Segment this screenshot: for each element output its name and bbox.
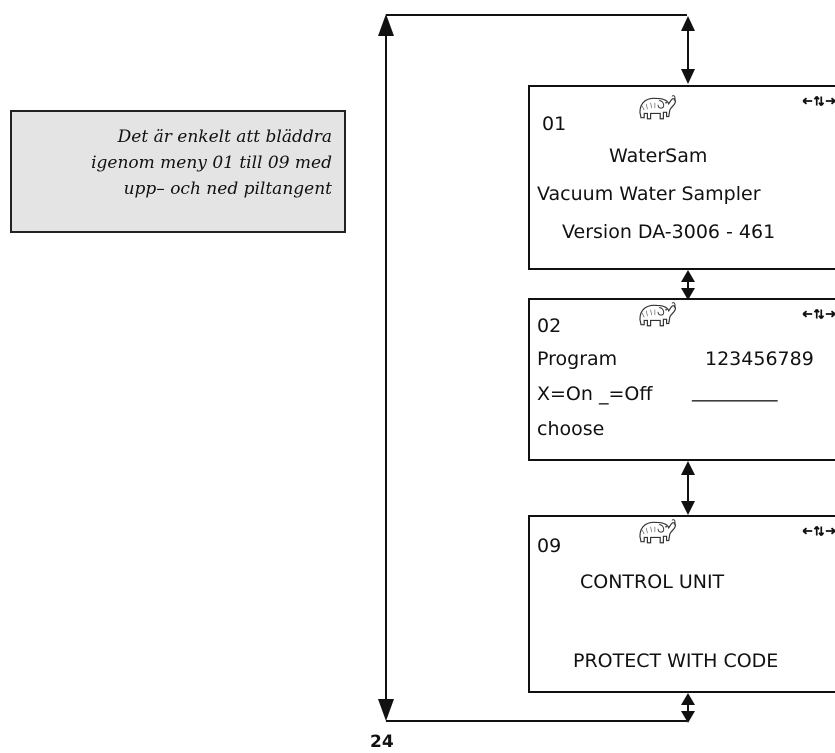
loop-left-line	[385, 18, 387, 718]
version-text: Version DA-3006 - 461	[562, 221, 776, 243]
loop-top-line	[386, 14, 687, 16]
program-slots: _________	[692, 380, 778, 402]
control-unit-title: CONTROL UNIT	[580, 571, 725, 593]
loop-bottom-line	[386, 720, 687, 722]
elephant-icon	[635, 298, 679, 330]
nav-arrows-icon	[802, 308, 835, 320]
page-number: 24	[370, 732, 394, 752]
callout-line-3: upp– och ned piltangent	[123, 179, 332, 199]
protect-with-code-text: PROTECT WITH CODE	[573, 650, 779, 672]
choose-text: choose	[537, 418, 605, 440]
callout-line-1: Det är enkelt att bläddra	[117, 127, 332, 147]
nav-arrows-icon	[802, 95, 835, 107]
program-label: Program	[537, 348, 618, 370]
elephant-icon	[635, 91, 679, 123]
program-digits: 123456789	[705, 348, 814, 370]
instruction-callout: Det är enkelt att bläddra igenom meny 01…	[10, 110, 346, 233]
nav-arrows-icon	[802, 525, 835, 537]
app-subtitle: Vacuum Water Sampler	[537, 183, 761, 205]
bottom-double-arrow-icon	[681, 693, 695, 723]
top-double-arrow-icon	[681, 16, 695, 84]
mid-double-arrow-icon-2	[681, 461, 695, 515]
menu-01-screen: 01 WaterSam Vacuum Water Sampler Version…	[528, 85, 835, 270]
app-title: WaterSam	[609, 145, 708, 167]
callout-line-2: igenom meny 01 till 09 med	[91, 153, 332, 173]
menu-09-screen: 09 CONTROL UNIT PROTECT WITH CODE	[528, 515, 835, 693]
loop-up-arrow-icon	[378, 14, 394, 36]
loop-down-arrow-icon	[378, 699, 394, 721]
menu-number: 02	[537, 315, 562, 337]
elephant-icon	[635, 515, 679, 547]
menu-02-screen: 02 Program 123456789 X=On _=Off ________…	[528, 298, 835, 461]
menu-number: 01	[542, 113, 567, 135]
menu-number: 09	[537, 535, 562, 557]
mid-double-arrow-icon-1	[681, 270, 695, 300]
on-off-legend: X=On _=Off	[537, 383, 653, 405]
